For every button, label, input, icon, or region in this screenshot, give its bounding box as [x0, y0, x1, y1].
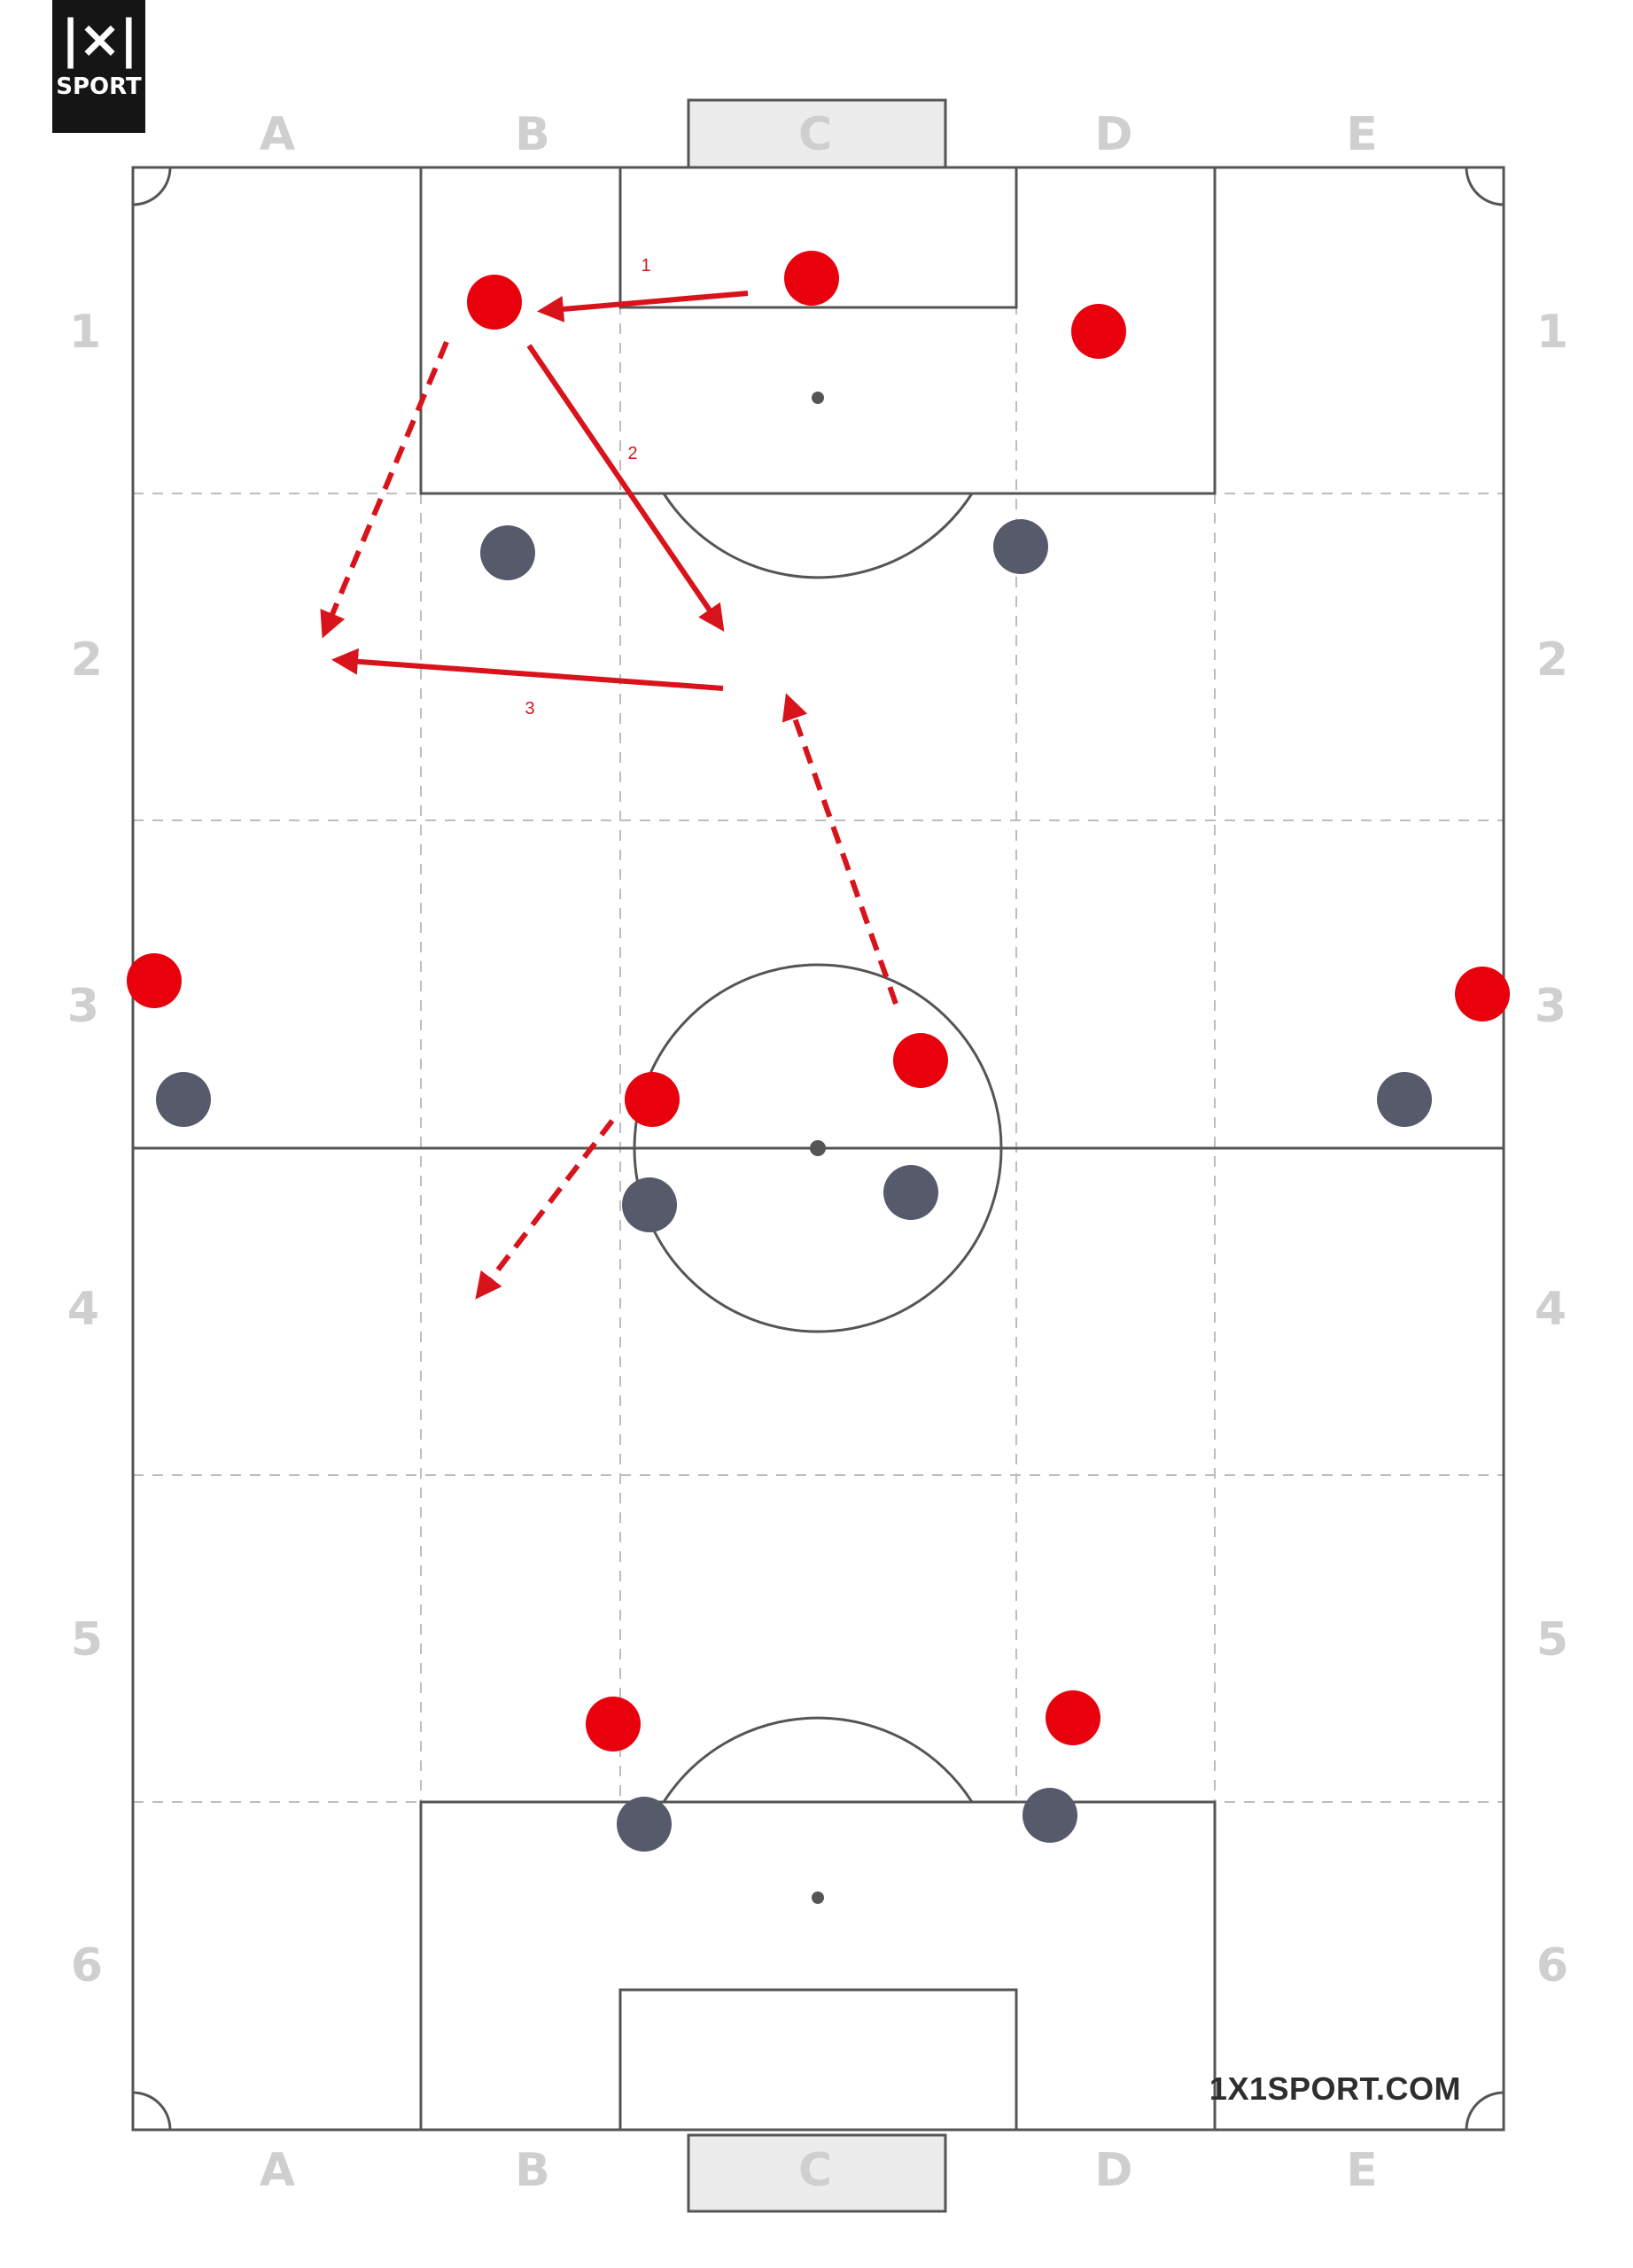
bottom-goal-area [618, 1988, 1018, 2132]
column-label-top-a: A [259, 108, 296, 161]
brand-url: 1X1SPORT.COM [1209, 2070, 1461, 2107]
red-player [1455, 967, 1510, 1021]
row-label-left-2: 2 [70, 633, 104, 687]
bottom-penalty-arc [662, 1716, 974, 1803]
top-goal-area [618, 166, 1018, 309]
red-player [127, 953, 182, 1008]
column-label-bottom-b: B [515, 2144, 550, 2197]
bottom-penalty-spot [812, 1891, 824, 1904]
run-1-line [320, 340, 449, 639]
bottom-penalty-area [419, 1800, 1217, 2132]
pass-3-line [331, 648, 724, 691]
row-label-right-1: 1 [1536, 306, 1569, 359]
pass-numbers: 1 2 3 [525, 256, 650, 718]
red-player [1071, 304, 1126, 359]
column-label-bottom-d: D [1094, 2144, 1133, 2197]
grey-player [156, 1072, 211, 1127]
red-player [586, 1697, 641, 1751]
red-player [625, 1072, 680, 1127]
pass-1-line [537, 291, 749, 322]
column-label-top-c: C [797, 108, 833, 161]
corner-arc-top-right [1465, 167, 1505, 206]
grey-player [883, 1165, 938, 1220]
top-penalty-arc [662, 493, 974, 579]
row-label-left-4: 4 [66, 1283, 100, 1336]
column-label-bottom-e: E [1346, 2144, 1378, 2197]
pass-2-line [526, 344, 725, 632]
red-player [1046, 1690, 1100, 1745]
grey-team [156, 519, 1432, 1852]
grey-player [1023, 1788, 1077, 1843]
grey-player [622, 1177, 677, 1232]
row-label-left-5: 5 [70, 1613, 104, 1666]
run-2-line [782, 693, 898, 1006]
pass-3-number: 3 [525, 699, 534, 718]
row-label-right-5: 5 [1536, 1613, 1569, 1666]
grey-player [617, 1797, 672, 1852]
movement-lines [320, 291, 898, 1300]
corner-arc-bottom-left [132, 2091, 172, 2131]
red-player [467, 275, 522, 330]
top-penalty-spot [812, 392, 824, 404]
row-label-right-2: 2 [1536, 633, 1569, 687]
zone-grid [133, 167, 1504, 1803]
row-label-left-1: 1 [68, 306, 102, 359]
column-label-top-d: D [1094, 108, 1133, 161]
pass-1-number: 1 [641, 256, 650, 276]
grey-player [1377, 1072, 1432, 1127]
red-player [893, 1033, 948, 1088]
row-label-right-4: 4 [1534, 1283, 1567, 1336]
grey-player [480, 525, 535, 580]
red-player [784, 251, 839, 306]
centre-spot [810, 1140, 826, 1156]
column-label-bottom-a: A [259, 2144, 296, 2197]
logo-mark: |×| [61, 9, 138, 69]
row-label-left-6: 6 [70, 1939, 104, 1992]
column-label-top-e: E [1346, 108, 1378, 161]
logo-word: SPORT [56, 74, 142, 100]
column-label-top-b: B [515, 108, 550, 161]
centre-circle [633, 963, 1003, 1333]
red-team [127, 251, 1510, 1751]
row-label-left-3: 3 [66, 980, 100, 1033]
corner-arc-top-left [132, 167, 172, 206]
grey-player [993, 519, 1048, 574]
pass-2-number: 2 [627, 444, 637, 463]
row-label-right-6: 6 [1536, 1939, 1569, 1992]
bottom-goal [687, 2133, 947, 2213]
pitch-spots [810, 392, 826, 1904]
top-goal [687, 98, 947, 169]
row-label-right-3: 3 [1534, 980, 1567, 1033]
column-label-bottom-c: C [797, 2144, 833, 2197]
corner-arc-bottom-right [1465, 2091, 1505, 2131]
brand-logo: |×| SPORT [52, 0, 145, 133]
run-3-line [475, 1119, 615, 1300]
